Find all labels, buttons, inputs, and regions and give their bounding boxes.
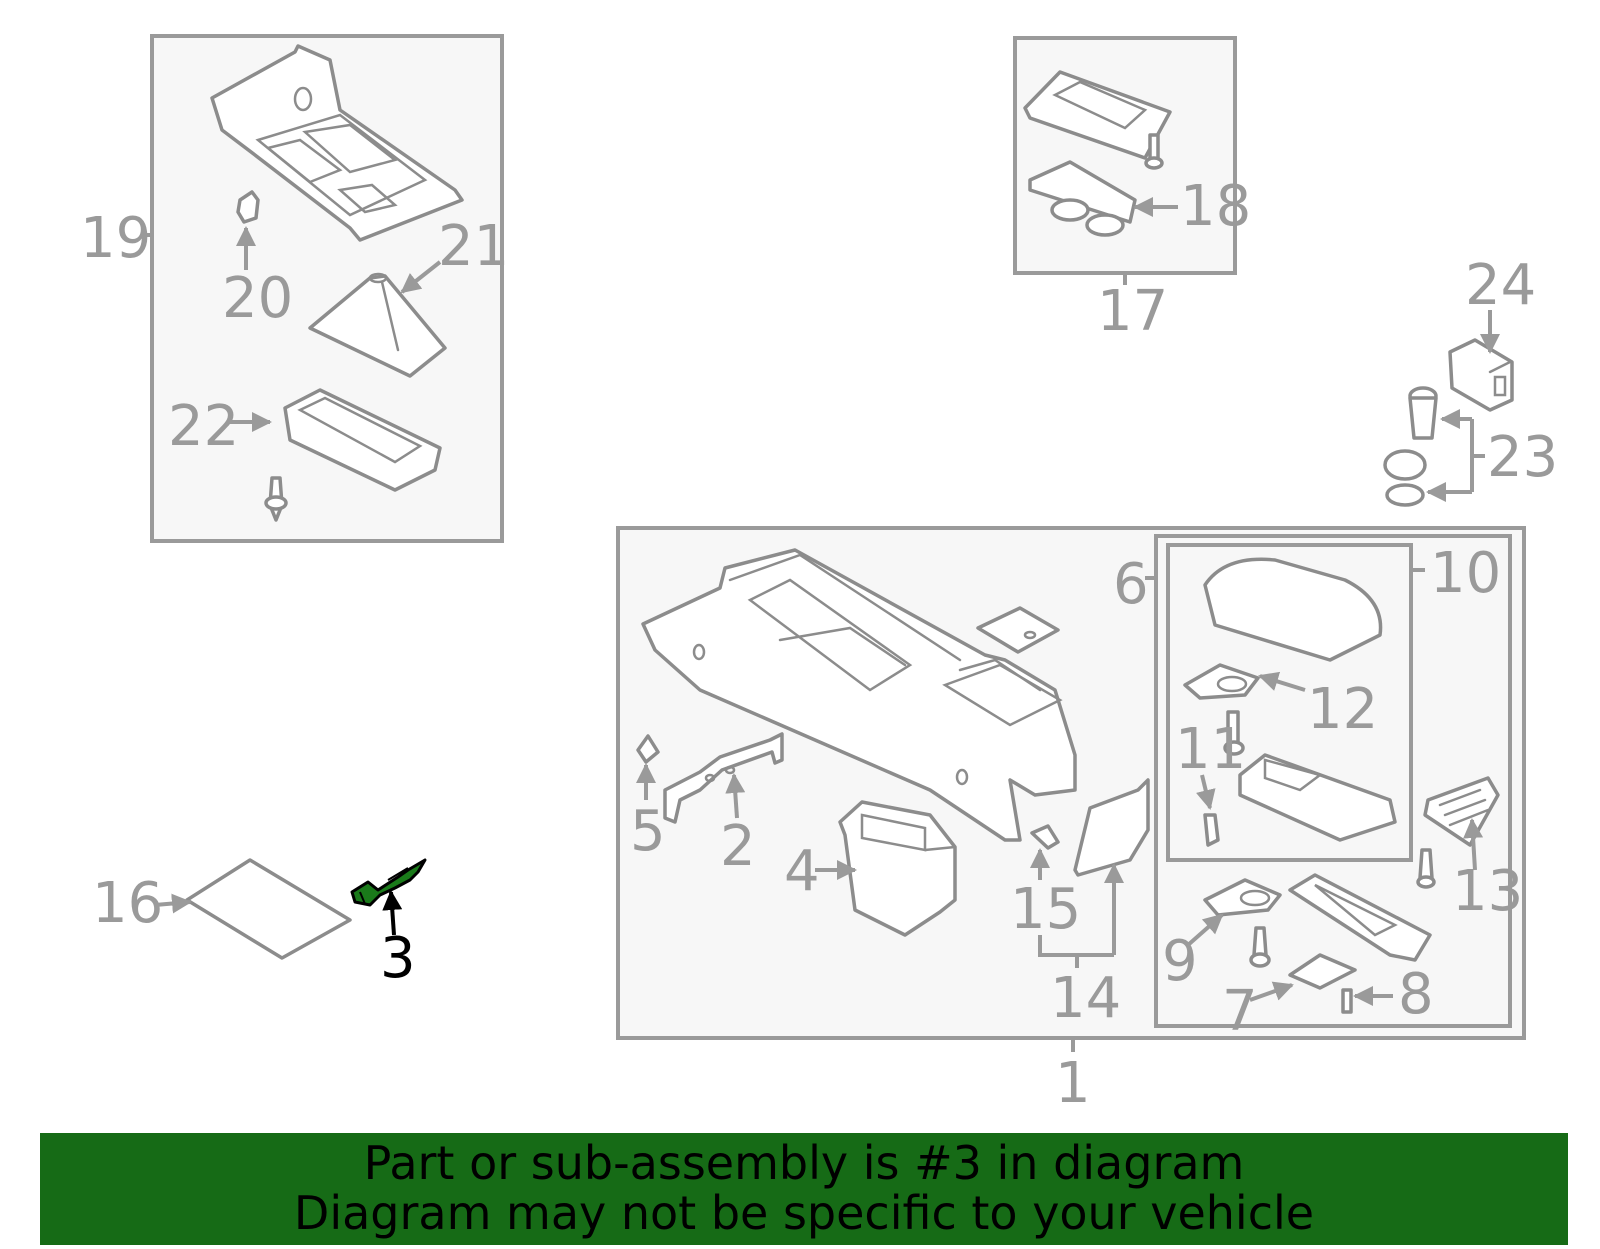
callout-8: 8: [1398, 962, 1434, 1027]
callout-20: 20: [222, 266, 293, 331]
part-latch-9[interactable]: [1203, 878, 1282, 917]
screw[interactable]: [1416, 848, 1436, 889]
part-tray-storage[interactable]: [1288, 873, 1432, 962]
part-mat-16[interactable]: [185, 858, 352, 960]
part-3-highlighted[interactable]: [350, 858, 427, 907]
callout-9: 9: [1162, 929, 1198, 994]
callout-2: 2: [720, 814, 756, 879]
screw[interactable]: [1249, 926, 1271, 968]
callout-23: 23: [1487, 425, 1558, 490]
callout-4: 4: [784, 839, 820, 904]
callout-7: 7: [1222, 979, 1258, 1044]
part-clip-20[interactable]: [236, 190, 260, 224]
callout-18: 18: [1180, 174, 1251, 239]
screw[interactable]: [1144, 133, 1164, 170]
part-lid-7[interactable]: [1288, 953, 1357, 990]
part-shift-boot-21[interactable]: [308, 272, 447, 378]
part-cup-holder-18[interactable]: [1028, 160, 1137, 237]
callout-11: 11: [1175, 717, 1246, 782]
banner-line-1: Part or sub-assembly is #3 in diagram: [363, 1136, 1245, 1190]
callout-12: 12: [1307, 677, 1378, 742]
callout-3: 3: [380, 926, 416, 991]
callout-10: 10: [1430, 541, 1501, 606]
part-bracket-2[interactable]: [663, 732, 784, 824]
callout-15: 15: [1010, 877, 1081, 942]
screw[interactable]: [1203, 813, 1220, 847]
callout-17: 17: [1097, 279, 1168, 344]
part-armrest-base[interactable]: [1238, 753, 1397, 842]
callout-13: 13: [1452, 859, 1523, 924]
callout-19: 19: [80, 206, 151, 271]
callout-1: 1: [1055, 1051, 1091, 1116]
screw[interactable]: [264, 476, 288, 522]
part-switch-24[interactable]: [1448, 338, 1514, 412]
callout-5: 5: [630, 799, 666, 864]
part-pad[interactable]: [976, 606, 1060, 654]
callout-21: 21: [438, 214, 509, 279]
part-socket-23b[interactable]: [1383, 449, 1427, 507]
banner-line-2: Diagram may not be specific to your vehi…: [293, 1186, 1315, 1240]
screw-11[interactable]: [1223, 710, 1245, 756]
part-vent-13[interactable]: [1423, 776, 1500, 847]
part-clip-15[interactable]: [1030, 824, 1060, 850]
part-shifter-bezel[interactable]: [210, 44, 464, 242]
info-banner: Part or sub-assembly is #3 in diagram Di…: [40, 1133, 1568, 1245]
part-armrest-lid[interactable]: [1203, 557, 1383, 662]
part-latch-12[interactable]: [1183, 663, 1260, 700]
part-tray-22[interactable]: [283, 388, 442, 492]
callout-16: 16: [92, 871, 163, 936]
part-pin-8[interactable]: [1341, 988, 1353, 1014]
part-socket-23a[interactable]: [1408, 386, 1438, 440]
part-clip-5[interactable]: [636, 734, 660, 764]
callout-14: 14: [1050, 966, 1121, 1031]
callout-22: 22: [168, 394, 239, 459]
callout-24: 24: [1465, 253, 1536, 318]
part-panel-14[interactable]: [1073, 778, 1150, 877]
callout-6: 6: [1113, 552, 1149, 617]
part-center-console[interactable]: [641, 548, 1077, 842]
